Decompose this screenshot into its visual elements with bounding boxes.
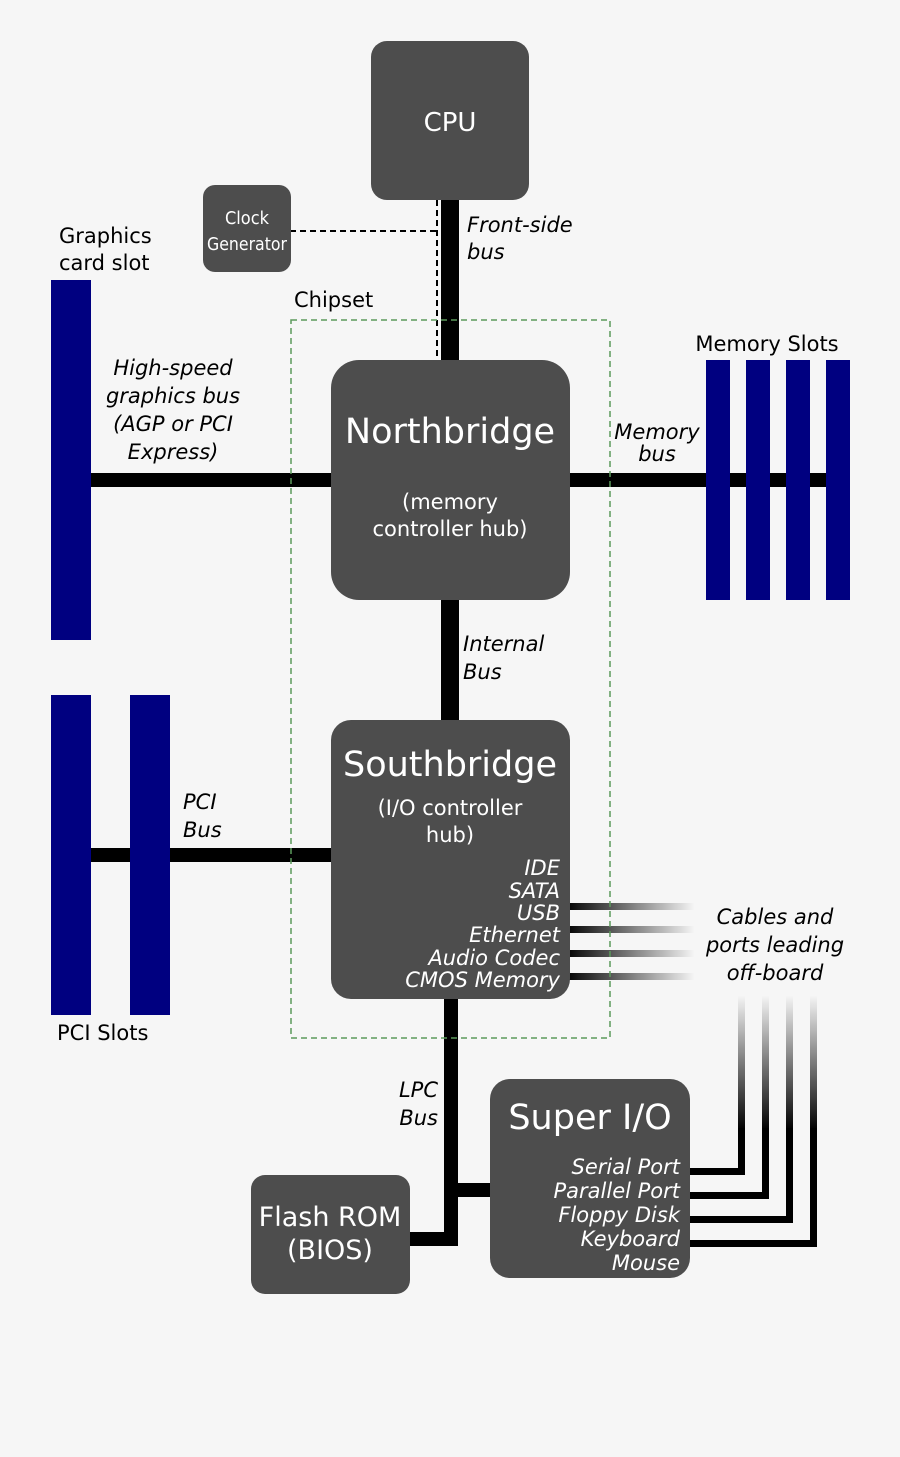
cable-floppy <box>685 1216 793 1223</box>
southbridge-port-cmos: CMOS Memory <box>405 968 560 992</box>
southbridge-line2: hub) <box>426 823 474 847</box>
flash-rom-line1: Flash ROM <box>259 1202 402 1233</box>
cable-usb <box>565 903 695 910</box>
front-side-bus-label-line1: Front-side <box>467 213 573 237</box>
southbridge-line1: (I/O controller <box>378 796 523 820</box>
flash-rom-chip: Flash ROM (BIOS) <box>251 1175 410 1294</box>
northbridge-chip: Northbridge (memory controller hub) <box>331 360 570 600</box>
slots <box>51 280 850 1015</box>
memory-bus-label-line2: bus <box>638 442 676 466</box>
southbridge-title: Southbridge <box>343 745 557 785</box>
northbridge-title: Northbridge <box>345 412 555 452</box>
memory-slot-2 <box>746 360 770 600</box>
cable-cmos <box>565 973 695 980</box>
front-side-bus-line <box>441 190 459 370</box>
graphics-bus-label-line4: Express) <box>128 440 219 464</box>
superio-cables <box>685 995 817 1247</box>
southbridge-cables <box>565 903 695 980</box>
buses <box>90 190 827 1246</box>
pci-bus-line <box>90 848 340 862</box>
internal-bus-label-line2: Bus <box>463 660 502 684</box>
southbridge-chip: Southbridge (I/O controller hub) IDE SAT… <box>331 720 570 999</box>
lpc-to-superio-line <box>456 1183 496 1197</box>
clock-label-line2: Generator <box>207 234 288 255</box>
graphics-slot-label-line1: Graphics <box>59 224 152 248</box>
cable-audio <box>565 950 695 957</box>
offboard-label-line3: off-board <box>727 961 824 985</box>
super-io-chip: Super I/O Serial Port Parallel Port Flop… <box>490 1079 690 1278</box>
super-io-port-keyboard: Keyboard <box>581 1227 681 1251</box>
southbridge-port-ide: IDE <box>524 856 560 880</box>
lpc-bus-line <box>444 990 458 1246</box>
cable-keyboard <box>685 1240 817 1247</box>
memory-slots-label: Memory Slots <box>695 332 838 356</box>
offboard-label-line2: ports leading <box>705 933 844 957</box>
memory-slot-4 <box>826 360 850 600</box>
cable-serial <box>685 1168 745 1175</box>
lpc-to-flash-line <box>404 1232 458 1246</box>
cable-ethernet <box>565 926 695 933</box>
pci-bus-label-line2: Bus <box>183 818 222 842</box>
cable-vertical-2 <box>762 995 769 1130</box>
pci-bus-label-line1: PCI <box>183 790 217 814</box>
memory-slot-3 <box>786 360 810 600</box>
memory-bus-label-line1: Memory <box>614 420 700 444</box>
southbridge-port-usb: USB <box>517 901 560 925</box>
cpu-chip: CPU <box>371 41 529 200</box>
graphics-bus-label-line1: High-speed <box>113 356 233 380</box>
lpc-bus-label-line2: Bus <box>399 1106 438 1130</box>
super-io-port-parallel: Parallel Port <box>553 1179 680 1203</box>
offboard-label-line1: Cables and <box>717 905 834 929</box>
super-io-title: Super I/O <box>508 1098 671 1138</box>
cable-parallel <box>685 1192 769 1199</box>
clock-label-line1: Clock <box>225 208 270 229</box>
clock-generator-chip: Clock Generator <box>203 185 291 272</box>
lpc-bus-label-line1: LPC <box>399 1078 438 1102</box>
chipset-label: Chipset <box>294 288 373 312</box>
labels: Front-side bus Chipset Graphics card slo… <box>57 213 844 1130</box>
front-side-bus-label-line2: bus <box>467 240 505 264</box>
graphics-slot-label-line2: card slot <box>59 251 150 275</box>
graphics-bus-label-line3: (AGP or PCI <box>113 412 233 436</box>
cable-vertical-4 <box>810 995 817 1130</box>
flash-rom-line2: (BIOS) <box>287 1235 373 1266</box>
super-io-port-serial: Serial Port <box>572 1155 681 1179</box>
cable-vertical-3 <box>786 995 793 1130</box>
graphics-card-slot <box>51 280 91 640</box>
super-io-port-mouse: Mouse <box>612 1251 680 1275</box>
graphics-bus-line <box>90 473 340 487</box>
graphics-bus-label-line2: graphics bus <box>106 384 240 408</box>
cable-vertical-1 <box>738 995 745 1130</box>
southbridge-port-audio: Audio Codec <box>426 946 560 970</box>
pci-slot-1 <box>51 695 91 1015</box>
cpu-label: CPU <box>424 108 477 138</box>
southbridge-port-sata: SATA <box>509 879 560 903</box>
northbridge-line1: (memory <box>402 490 498 514</box>
chipset-outline <box>290 319 611 1039</box>
pci-slots-label: PCI Slots <box>57 1021 148 1045</box>
internal-bus-label-line1: Internal <box>463 632 544 656</box>
memory-slot-1 <box>706 360 730 600</box>
southbridge-port-ethernet: Ethernet <box>469 923 561 947</box>
clock-connections <box>290 200 438 360</box>
super-io-port-floppy: Floppy Disk <box>558 1203 680 1227</box>
northbridge-line2: controller hub) <box>373 517 528 541</box>
internal-bus-line <box>441 590 459 730</box>
pci-slot-2 <box>130 695 170 1015</box>
